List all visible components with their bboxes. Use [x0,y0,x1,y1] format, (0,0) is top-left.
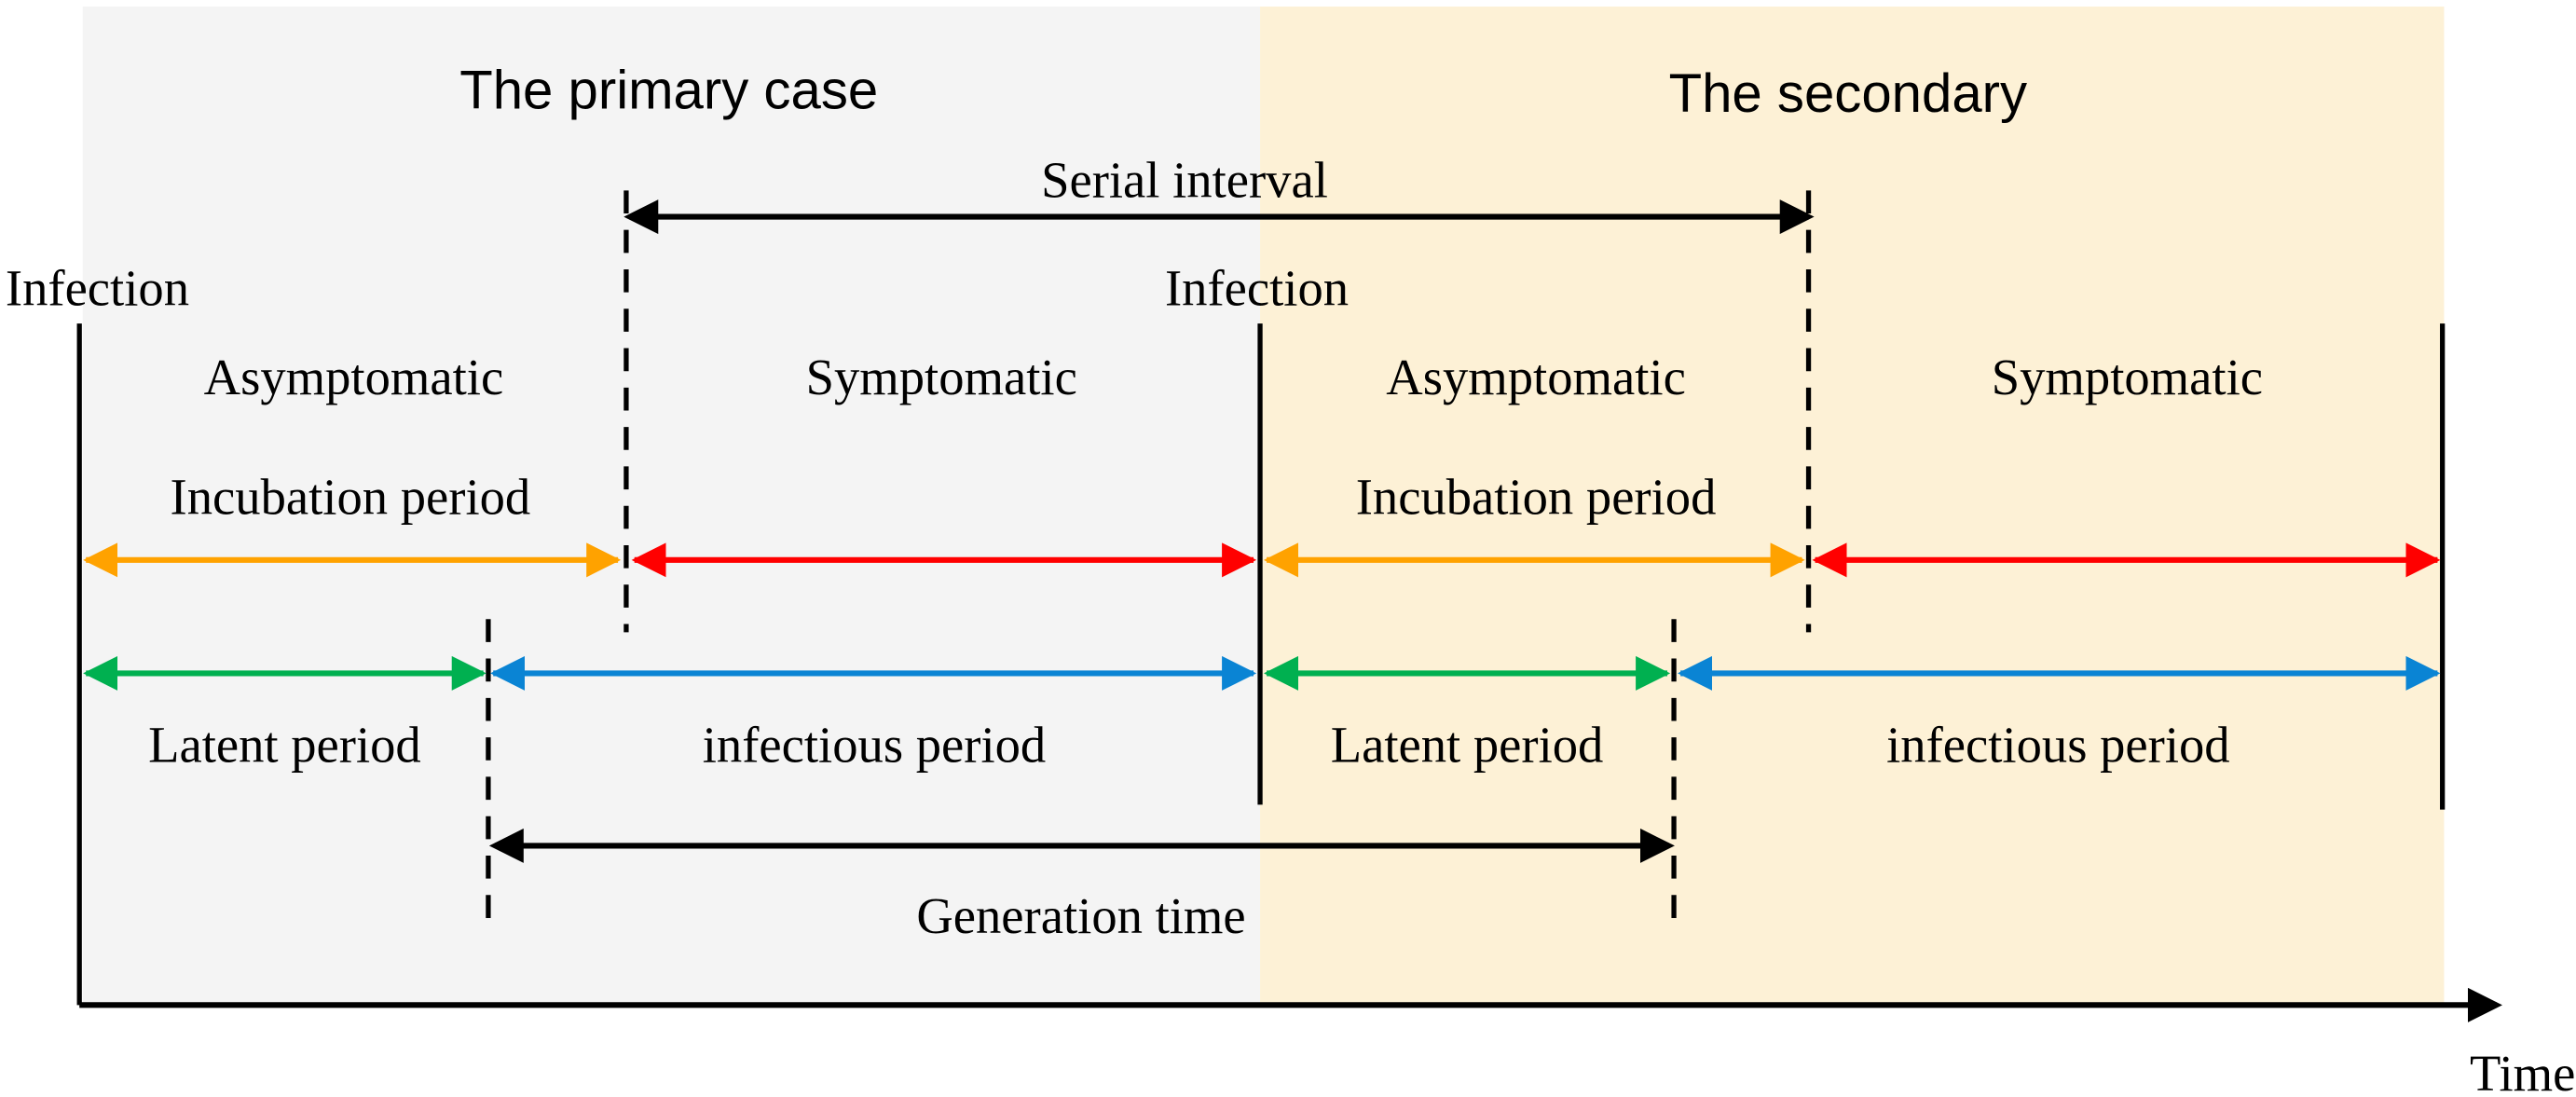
serial-interval-label: Serial interval [1041,151,1328,208]
primary-infectious-label: infectious period [703,717,1047,774]
primary-incubation-label: Incubation period [171,468,531,525]
secondary-latent-label: Latent period [1331,717,1604,774]
secondary-infectious-label: infectious period [1886,717,2230,774]
secondary-asymptomatic-label: Asymptomatic [1386,349,1686,405]
secondary-case-header: The secondary [1669,63,2027,124]
secondary-infection-label: Infection [1165,260,1349,317]
generation-time-label: Generation time [916,887,1245,944]
primary-infection-label: Infection [6,260,189,317]
time-axis-label: Time [2470,1045,2575,1097]
primary-symptomatic-label: Symptomatic [806,349,1077,405]
primary-case-header: The primary case [459,60,878,120]
secondary-incubation-label: Incubation period [1356,468,1717,525]
secondary-symptomatic-label: Symptomatic [1992,349,2263,405]
primary-asymptomatic-label: Asymptomatic [204,349,504,405]
primary-latent-label: Latent period [148,717,421,774]
